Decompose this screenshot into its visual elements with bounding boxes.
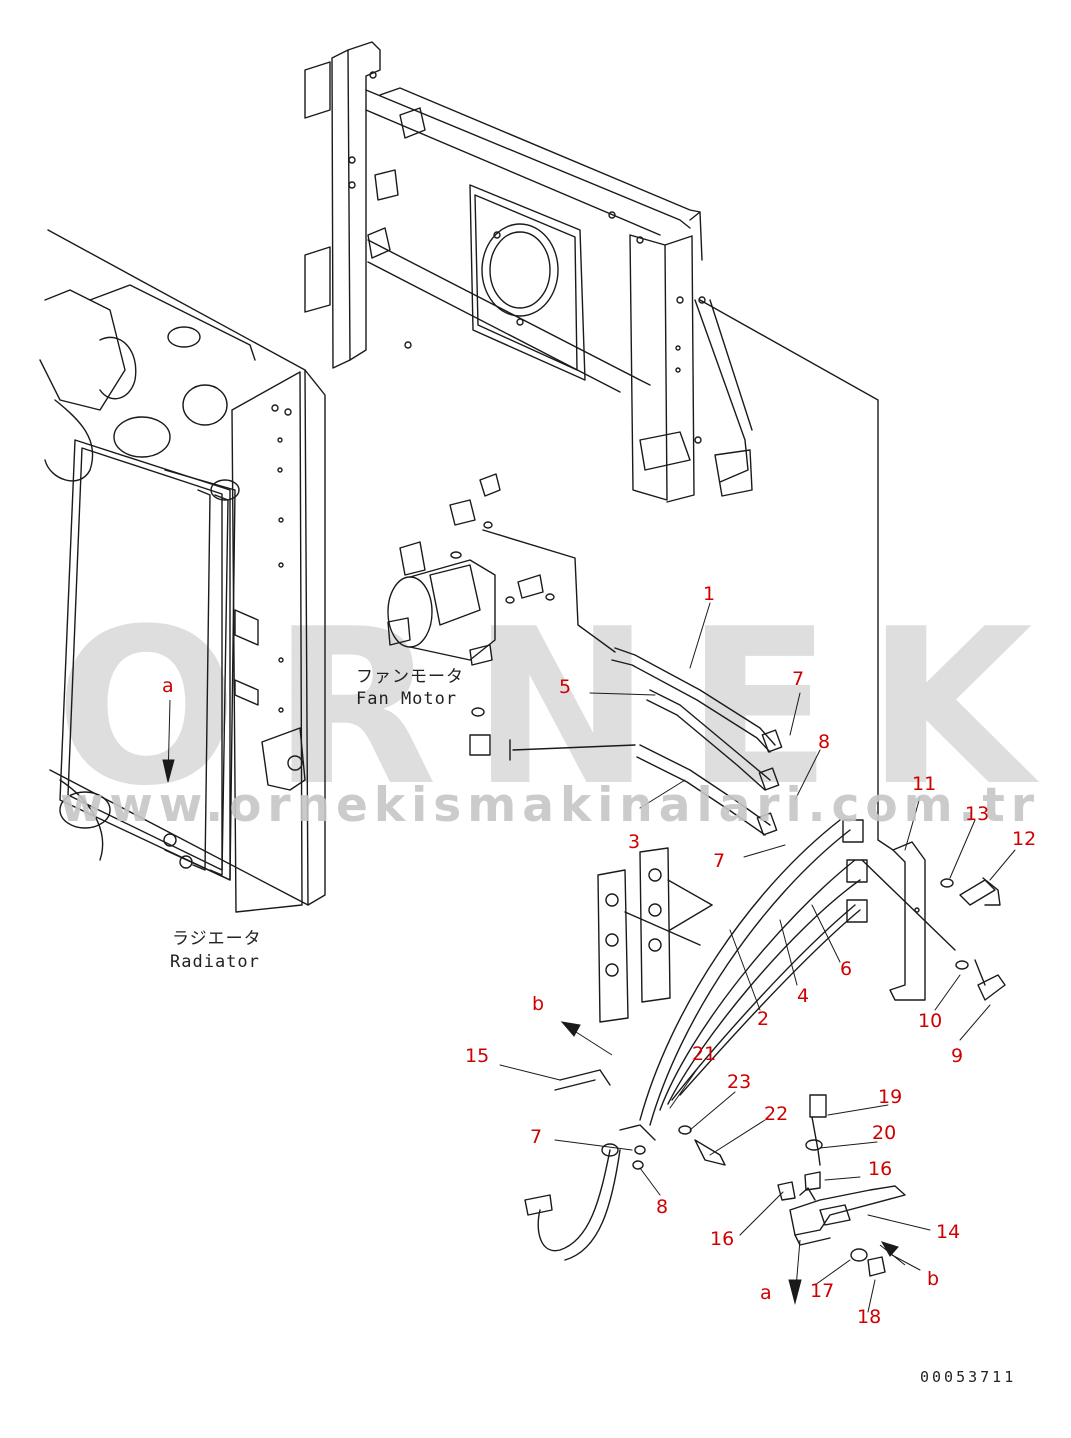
callout-23: 23 [727,1071,752,1093]
callout-view-a: a [162,675,174,697]
hoses [524,647,868,1261]
callout-7: 7 [713,850,726,872]
callout-14: 14 [936,1221,961,1243]
radiator-caption-en: Radiator [170,952,260,972]
callout-20: 20 [872,1122,897,1144]
view-arrows [162,699,906,1305]
callout-7: 7 [530,1126,543,1148]
callout-12: 12 [1012,828,1037,850]
callout-21: 21 [692,1043,717,1065]
callout-17: 17 [810,1280,835,1302]
fan-motor-caption-jp: ファンモータ [356,667,464,687]
watermark-url: www.ornekismakinalari.com.tr [60,778,1041,833]
callout-22: 22 [764,1103,789,1125]
radiator-caption-jp: ラジエータ [172,929,262,949]
callout-19: 19 [878,1086,903,1108]
callout-1: 1 [703,583,716,605]
callout-6: 6 [840,958,853,980]
callout-9: 9 [951,1045,964,1067]
radiator [39,229,326,913]
callout-view-a: a [760,1282,772,1304]
callout-4: 4 [797,985,810,1007]
callout-18: 18 [857,1306,882,1328]
callout-15: 15 [465,1045,490,1067]
lower-clamp-assembly [554,1069,906,1277]
callout-view-b: b [927,1268,940,1290]
watermark-logo: ORNEK [55,582,1067,833]
upper-frame [304,41,753,503]
clamp-blocks [597,847,713,1023]
callout-3: 3 [628,831,641,853]
fan-motor-assembly [387,473,636,761]
callout-view-b: b [532,993,545,1015]
leader-lines [499,602,1016,1313]
fan-motor-caption-en: Fan Motor [356,689,458,709]
callout-16: 16 [710,1228,735,1250]
callout-13: 13 [965,803,990,825]
callout-11: 11 [912,773,937,795]
drawing-number: 00053711 [920,1368,1017,1386]
callout-7: 7 [792,668,805,690]
callout-8: 8 [818,731,831,753]
callout-8: 8 [656,1196,669,1218]
bracket-bolts [699,299,1006,1001]
callout-5: 5 [559,676,572,698]
callout-2: 2 [757,1008,770,1030]
callout-10: 10 [918,1010,943,1032]
callout-16: 16 [868,1158,893,1180]
